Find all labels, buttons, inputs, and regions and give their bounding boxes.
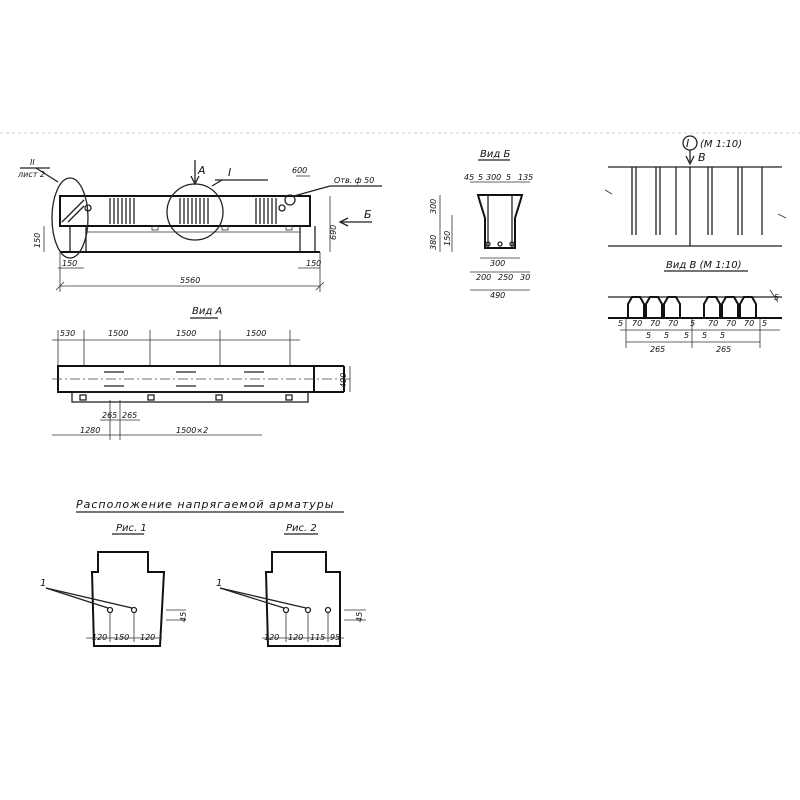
fig2-dim-2: 120 <box>288 633 303 642</box>
dim-overall: 5560 <box>180 276 200 285</box>
view-v-dim-side: 5 <box>774 293 779 302</box>
fig1-dim-side: 45 <box>179 612 188 622</box>
view-v-dim-top-4: 70 <box>668 319 678 328</box>
fig2-dim-1: 120 <box>264 633 279 642</box>
fig2-section <box>219 533 366 647</box>
view-b-dim-top-1: 45 <box>464 173 474 182</box>
view-a-title: Вид А <box>192 306 222 317</box>
view-a-dim-bottom-1: 1280 <box>80 426 100 435</box>
view-b-dim-bottom-2a: 200 <box>476 273 491 282</box>
view-b-dim-bottom-1: 300 <box>490 259 505 268</box>
fig2-leader: 1 <box>216 578 222 589</box>
view-a-plan <box>52 317 351 440</box>
dim-left-vertical: 150 <box>33 233 42 248</box>
view-a-dim-small-2: 265 <box>122 411 137 420</box>
fig1-section <box>45 533 186 647</box>
view-v-dim-top-5: 5 <box>690 319 695 328</box>
view-b-dim-top-5: 135 <box>518 173 533 182</box>
view-a-dim-small-1: 265 <box>102 411 117 420</box>
label-callout-i: I <box>228 166 231 179</box>
main-elevation <box>20 160 382 292</box>
view-b-dim-top-3: 300 <box>486 173 501 182</box>
callout-marker-label: I <box>686 137 689 150</box>
hole-circle <box>284 194 296 206</box>
view-b-dim-bottom-2c: 30 <box>520 273 530 282</box>
view-b-section <box>439 159 530 291</box>
fig2-dim-3: 115 <box>310 633 325 642</box>
view-v-dim-mid-1: 5 <box>646 331 651 340</box>
view-v-dim-top-1: 5 <box>618 319 623 328</box>
label-view-a-arrow: А <box>197 164 206 177</box>
label-hole: Отв. ф 50 <box>334 176 374 185</box>
fig1-dim-1: 120 <box>92 633 107 642</box>
view-a-dim-right: 490 <box>339 373 348 388</box>
view-a-dim-top-2: 1500 <box>108 329 128 338</box>
view-b-dim-top-4: 5 <box>506 173 511 182</box>
fig1-leader: 1 <box>40 578 46 589</box>
dim-left-bottom: 150 <box>62 259 77 268</box>
dim-height: 690 <box>329 225 338 240</box>
fig1-outline <box>90 551 166 647</box>
label-view-b-arrow: Б <box>364 208 372 221</box>
view-b-dim-left-1: 300 <box>429 199 438 214</box>
view-v-dim-bottom-2: 265 <box>716 345 731 354</box>
label-view-v-arrow: В <box>698 151 706 164</box>
view-v-dim-mid-4: 5 <box>702 331 707 340</box>
dim-right-bottom: 150 <box>306 259 321 268</box>
view-b-title: Вид Б <box>480 149 510 160</box>
view-v-dim-mid-2: 5 <box>664 331 669 340</box>
detail-i-elevation <box>604 135 787 247</box>
view-v-section <box>608 270 782 348</box>
reinforcement-title: Расположение напрягаемой арматуры <box>76 498 334 511</box>
view-b-dim-left-2: 380 <box>429 235 438 250</box>
view-v-dim-top-7: 70 <box>726 319 736 328</box>
fig2-title: Рис. 2 <box>286 523 317 534</box>
stirrups-right <box>255 198 277 224</box>
callout-circle-ii <box>51 177 89 259</box>
label-circle-ii: II <box>30 158 35 167</box>
view-v-dim-top-3: 70 <box>650 319 660 328</box>
dim-top-small: 600 <box>292 166 307 175</box>
view-v-dim-top-2: 70 <box>632 319 642 328</box>
beam-top-slab <box>59 195 311 227</box>
view-v-dim-top-8: 70 <box>744 319 754 328</box>
view-v-dim-bottom-1: 265 <box>650 345 665 354</box>
stirrups-left <box>109 198 135 224</box>
fig2-dim-4: 95 <box>330 633 340 642</box>
view-v-dim-top-9: 5 <box>762 319 767 328</box>
stirrups-middle <box>179 198 209 224</box>
label-circle-sheet: лист 2 <box>17 170 45 179</box>
fig1-title: Рис. 1 <box>116 523 147 534</box>
fig2-dim-side: 45 <box>355 612 364 622</box>
view-b-dim-bottom-3: 490 <box>490 291 505 300</box>
view-b-dim-top-2: 5 <box>478 173 483 182</box>
view-b-outline <box>476 194 524 249</box>
view-v-title: Вид В (М 1:10) <box>666 260 742 271</box>
view-a-dim-top-4: 1500 <box>246 329 266 338</box>
fig1-dim-2: 150 <box>114 633 129 642</box>
view-a-dim-bottom-2: 1500×2 <box>176 426 208 435</box>
view-v-dim-top-6: 70 <box>708 319 718 328</box>
view-v-dim-mid-3: 5 <box>684 331 689 340</box>
view-b-dim-bottom-2b: 250 <box>498 273 513 282</box>
view-a-dim-top-1: 530 <box>60 329 75 338</box>
lift-loop-right <box>278 204 286 212</box>
view-v-dim-mid-5: 5 <box>720 331 725 340</box>
callout-scale: (М 1:10) <box>700 139 742 150</box>
fig2-outline <box>264 551 341 647</box>
view-a-dim-top-3: 1500 <box>176 329 196 338</box>
fig1-dim-3: 120 <box>140 633 155 642</box>
view-b-dim-left-3: 150 <box>443 231 452 246</box>
